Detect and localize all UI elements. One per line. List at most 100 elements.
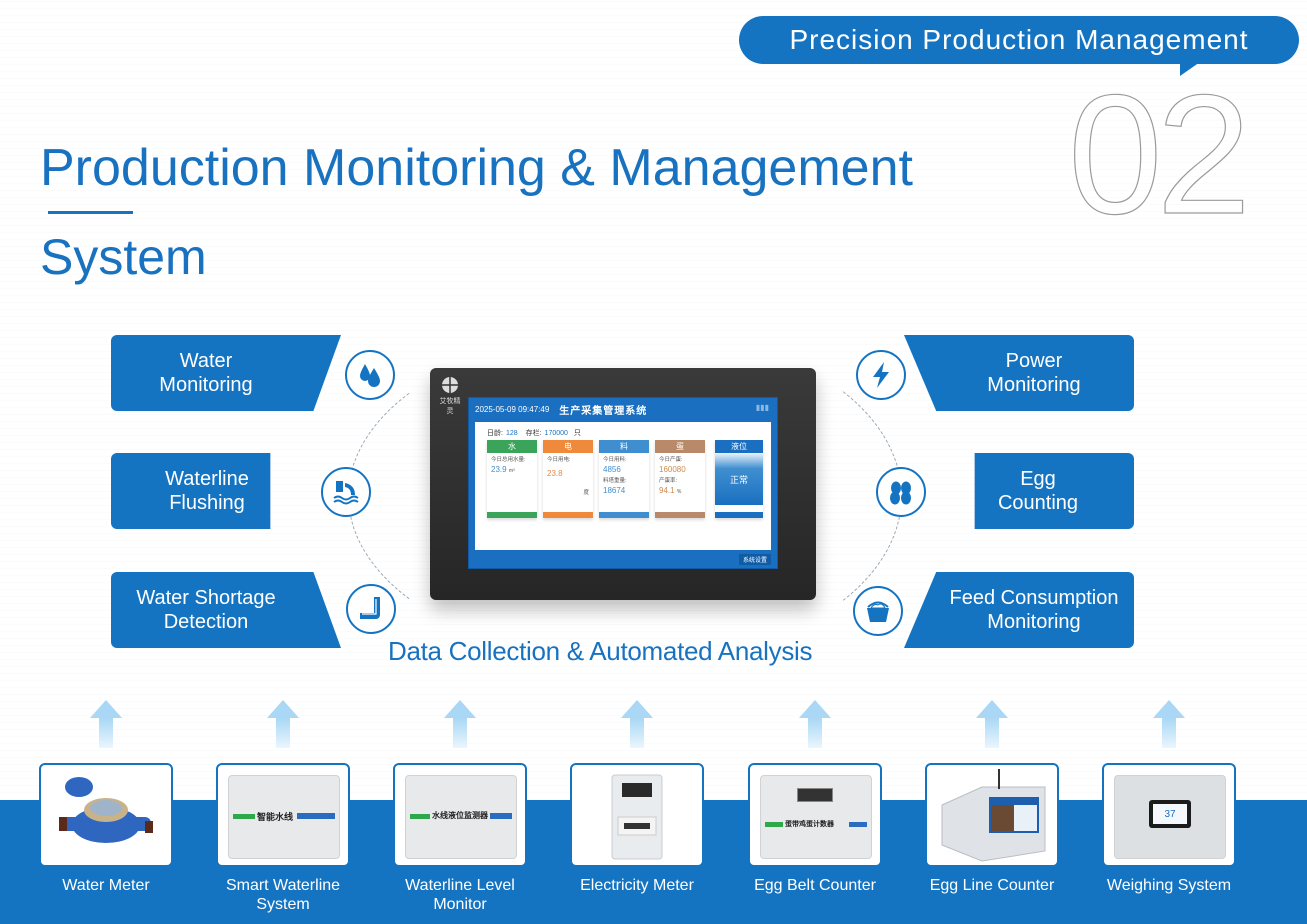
- feature-label: Water Shortage: [136, 587, 276, 609]
- device-label-text: Waterline Level Monitor: [405, 877, 515, 913]
- device-label-text: Smart Waterline System: [225, 877, 341, 913]
- card-header: 料: [599, 440, 649, 453]
- page-title-line1: Production Monitoring & Management: [40, 139, 913, 197]
- device-label-water-meter: Water Meter: [62, 877, 150, 894]
- title-divider: [48, 211, 133, 214]
- weighing-display-value: 37: [1153, 804, 1187, 824]
- card-header: 水: [487, 440, 537, 453]
- up-arrow-icon: [267, 700, 299, 748]
- lightning-icon: [856, 350, 906, 400]
- up-arrow-icon: [621, 700, 653, 748]
- card-footer-button[interactable]: [543, 512, 593, 518]
- feature-label: Power: [1005, 350, 1063, 372]
- feature-label: Waterline: [165, 468, 249, 490]
- feature-label: Feed Consumption: [949, 587, 1119, 609]
- card-line: 今日总用水量:: [491, 457, 526, 463]
- level-status: 正常: [715, 453, 763, 505]
- card-footer-button[interactable]: [487, 512, 537, 518]
- card-line: 今日用料:: [603, 457, 627, 463]
- screen-datetime: 2025-05-09 09:47:49: [475, 404, 550, 414]
- up-arrow-icon: [1153, 700, 1185, 748]
- card-header: 蛋: [655, 440, 705, 453]
- feature-label: Monitoring: [159, 374, 253, 396]
- water-meter-image: [59, 777, 153, 843]
- device-label-smart-waterline: Smart Waterline System: [194, 876, 372, 914]
- section-number: 02: [1067, 60, 1251, 250]
- page-title-line2: System: [40, 229, 207, 285]
- age-value: 128: [505, 430, 518, 437]
- feature-label: Detection: [163, 611, 249, 633]
- device-egg-belt-counter: 蛋带鸡蛋计数器: [748, 763, 882, 867]
- card-value: 4856: [603, 465, 621, 474]
- card-footer-button[interactable]: [715, 512, 763, 518]
- card-unit: %: [676, 489, 682, 495]
- section-badge: Precision Production Management: [739, 16, 1299, 64]
- screen-system-title: 生产采集管理系统: [559, 405, 648, 417]
- system-settings-button[interactable]: 系统设置: [738, 554, 771, 565]
- screen-card-eggs[interactable]: 蛋 今日产蛋: 160080 产蛋率: 94.1 %: [655, 440, 705, 518]
- screen-card-level[interactable]: 液位 正常: [715, 440, 763, 518]
- screen-stats: 日龄:128 存栏:170000 只: [487, 428, 581, 438]
- device-water-meter: [39, 763, 173, 867]
- card-unit: m³: [508, 468, 515, 474]
- stock-unit: 只: [573, 430, 581, 437]
- feature-label: Egg: [1020, 468, 1056, 490]
- screen-card-feed[interactable]: 料 今日用料: 4856 料塔重量: 18674: [599, 440, 649, 518]
- up-arrow-icon: [976, 700, 1008, 748]
- card-line: 产蛋率:: [659, 478, 678, 484]
- feature-label: Flushing: [169, 492, 245, 514]
- egg-line-counter-image: [941, 769, 1046, 862]
- screen-card-water[interactable]: 水 今日总用水量: 23.9 m³: [487, 440, 537, 518]
- device-panel-text: 智能水线: [257, 812, 294, 822]
- badge-tail: [1180, 62, 1200, 76]
- stock-value: 170000: [544, 430, 568, 437]
- stock-label: 存栏:: [525, 430, 542, 437]
- device-label-egg-belt-counter: Egg Belt Counter: [754, 877, 876, 894]
- monitor-screen: 2025-05-09 09:47:49 生产采集管理系统 ▮▮▮ 日龄:128 …: [468, 397, 778, 569]
- feature-label: Counting: [997, 492, 1079, 514]
- card-value: 23.8: [547, 469, 563, 478]
- card-value: 18674: [603, 486, 626, 495]
- pipe-icon: [346, 584, 396, 634]
- card-line: 料塔重量:: [603, 478, 627, 484]
- card-value: 94.1: [659, 486, 675, 495]
- feature-label: Water: [179, 350, 233, 372]
- card-unit: 度: [583, 490, 589, 496]
- electricity-meter-image: [611, 774, 663, 860]
- card-footer-button[interactable]: [599, 512, 649, 518]
- feature-label: Monitoring: [987, 611, 1081, 633]
- card-header: 液位: [715, 440, 763, 453]
- card-line: 今日产蛋:: [659, 457, 683, 463]
- device-egg-line-counter: [925, 763, 1059, 867]
- device-electricity-meter: [570, 763, 704, 867]
- feature-label: Monitoring: [987, 374, 1081, 396]
- badge-label: Precision Production Management: [789, 24, 1249, 55]
- feed-bucket-icon: [853, 586, 903, 636]
- age-label: 日龄:: [487, 430, 503, 437]
- screen-card-power[interactable]: 电 今日用电: 23.8 度: [543, 440, 593, 518]
- up-arrow-icon: [799, 700, 831, 748]
- device-panel-text: 水线液位监测器: [432, 811, 488, 820]
- device-label-egg-line-counter: Egg Line Counter: [929, 877, 1055, 894]
- signal-icon: ▮▮▮: [755, 403, 769, 412]
- card-value: 160080: [659, 465, 686, 474]
- eggs-icon: [876, 467, 926, 517]
- device-label-electricity-meter: Electricity Meter: [580, 877, 694, 894]
- device-waterline-level-monitor: 水线液位监测器: [393, 763, 527, 867]
- device-panel-text: 蛋带鸡蛋计数器: [785, 821, 834, 828]
- card-footer-button[interactable]: [655, 512, 705, 518]
- brand-name: 艾牧精灵: [439, 398, 461, 415]
- touchscreen-monitor: 艾牧精灵 2025-05-09 09:47:49 生产采集管理系统 ▮▮▮ 日龄…: [430, 368, 816, 600]
- up-arrow-icon: [90, 700, 122, 748]
- card-header: 电: [543, 440, 593, 453]
- device-weighing-system: 37: [1102, 763, 1236, 867]
- center-label: Data Collection & Automated Analysis: [388, 636, 813, 666]
- brand-logo: 艾牧精灵: [438, 376, 462, 416]
- device-smart-waterline: 智能水线: [216, 763, 350, 867]
